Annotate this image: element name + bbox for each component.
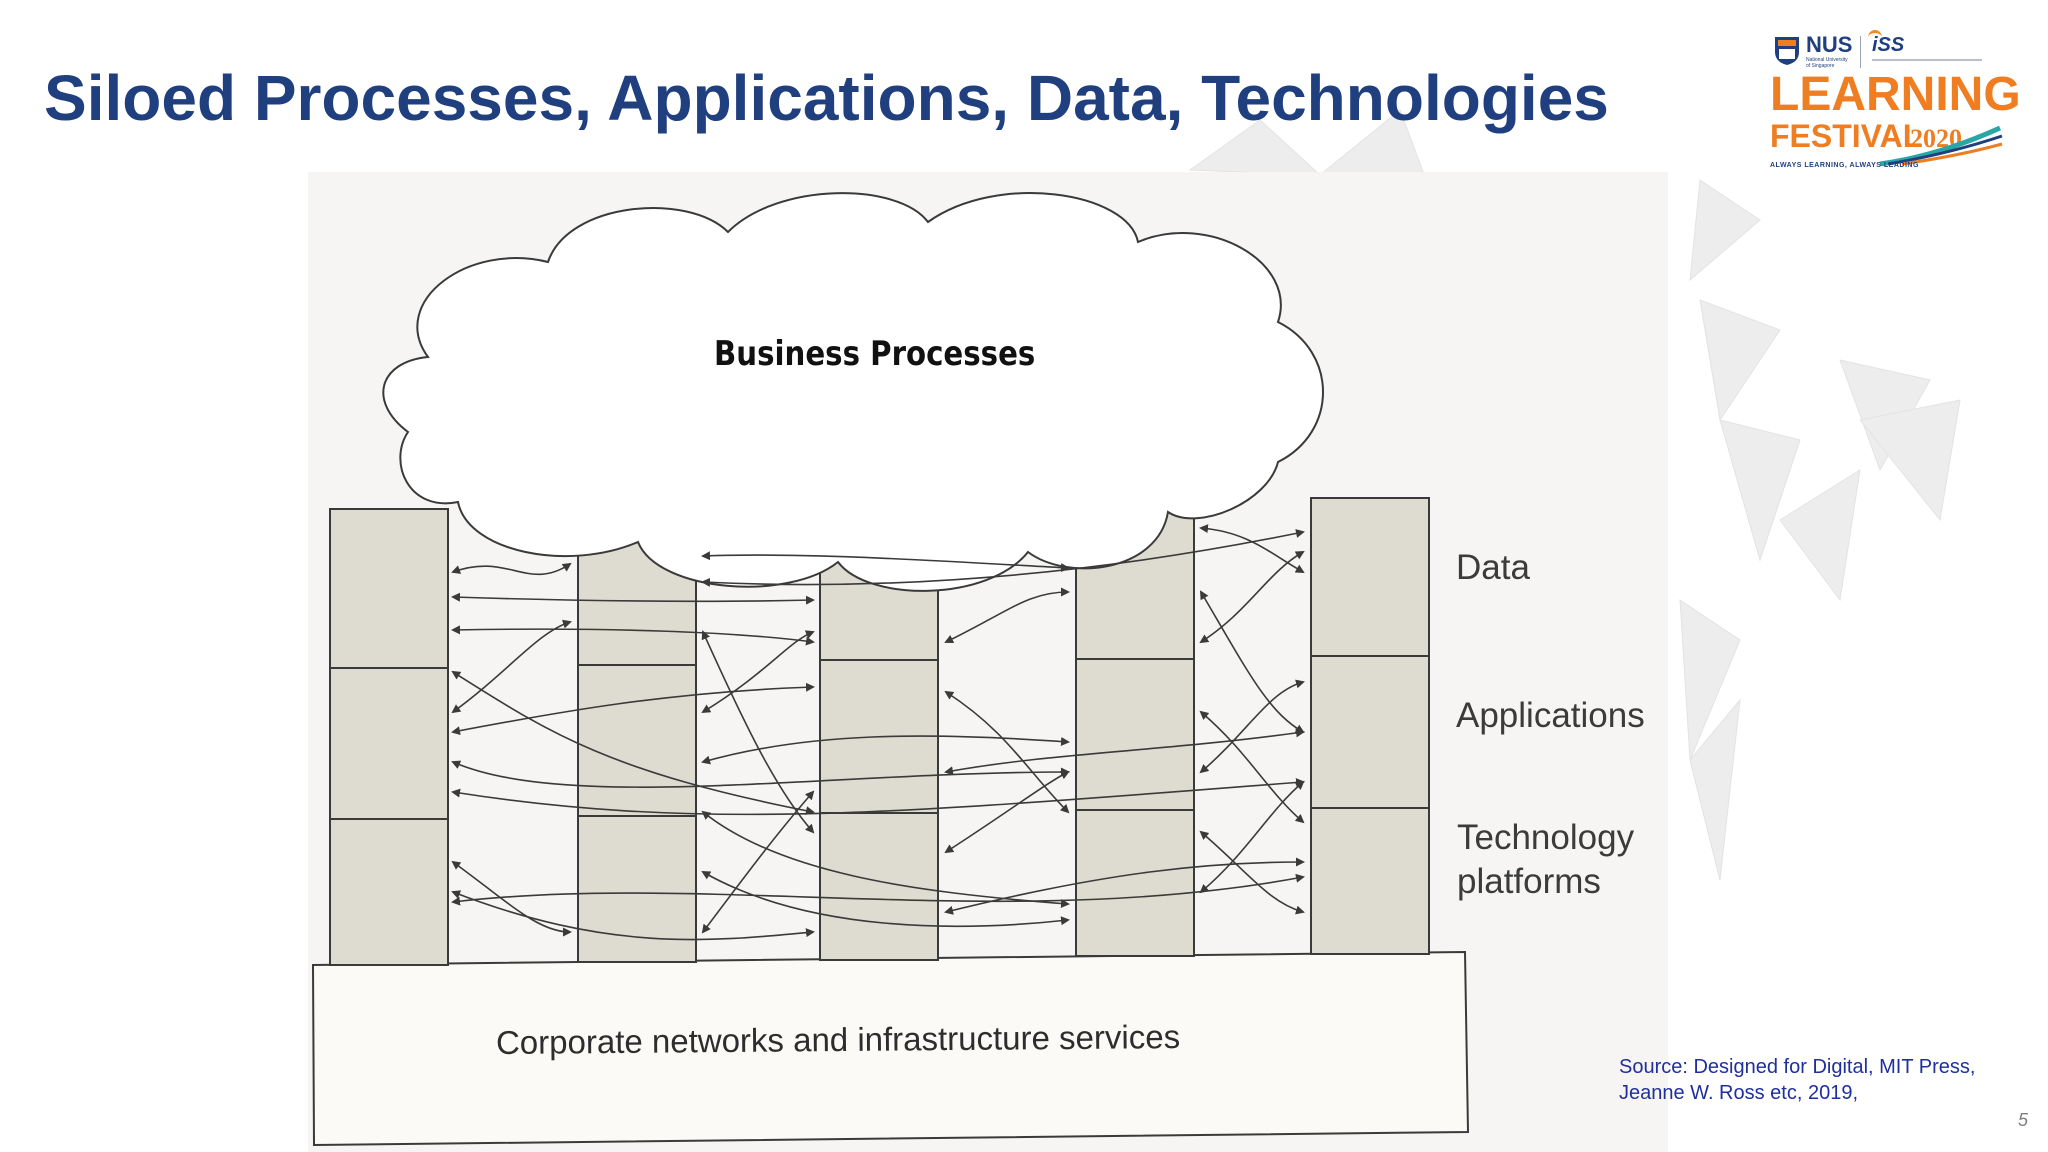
logo-festival: FESTIVAL bbox=[1770, 118, 1923, 154]
cloud-label: Business Processes bbox=[714, 334, 1036, 374]
logo-divider bbox=[1860, 36, 1861, 68]
silo-1 bbox=[329, 508, 449, 966]
silo-link-23 bbox=[944, 771, 1070, 854]
learning-festival-logo: NUS National University of Singapore iSS… bbox=[1768, 30, 2021, 180]
layer-label-technology: Technology platforms bbox=[1457, 818, 1635, 901]
silo-links bbox=[451, 524, 1305, 941]
source-note: Source: Designed for Digital, MIT Press,… bbox=[1619, 1056, 1976, 1104]
iss-wordmark: iSS bbox=[1872, 34, 1905, 56]
logo-tagline: ALWAYS LEARNING, ALWAYS LEADING bbox=[1770, 162, 1919, 169]
nus-wordmark: NUS bbox=[1806, 32, 1853, 57]
silo-link-2 bbox=[451, 592, 815, 605]
silo-link-31 bbox=[1199, 780, 1305, 894]
silo-link-26 bbox=[1199, 590, 1305, 733]
silo-link-20 bbox=[944, 587, 1070, 644]
logo-learning: LEARNING bbox=[1770, 68, 2021, 121]
silo-3 bbox=[819, 531, 939, 961]
layer-label-data: Data bbox=[1456, 548, 1530, 587]
silo-link-10 bbox=[451, 890, 815, 941]
silo-link-19 bbox=[701, 790, 815, 934]
nus-crest-icon bbox=[1775, 37, 1799, 65]
silo-diagram bbox=[311, 192, 1470, 1147]
silo-link-30 bbox=[1199, 830, 1305, 915]
silo-link-27 bbox=[1199, 551, 1305, 644]
silo-5 bbox=[1310, 497, 1430, 955]
silo-link-28 bbox=[1199, 710, 1305, 824]
iss-swirl-icon bbox=[1868, 30, 1882, 45]
infrastructure-label: Corporate networks and infrastructure se… bbox=[495, 1018, 1181, 1061]
nus-subtitle: National University of Singapore bbox=[1806, 57, 1848, 69]
iss-subtitle-line bbox=[1872, 59, 1982, 61]
slide-title: Siloed Processes, Applications, Data, Te… bbox=[44, 62, 1609, 134]
silo-4 bbox=[1075, 501, 1195, 957]
silo-link-1 bbox=[451, 562, 572, 576]
silo-link-29 bbox=[1199, 679, 1305, 774]
silo-link-14 bbox=[701, 630, 815, 834]
swoosh-icon bbox=[1879, 126, 2003, 166]
business-processes-cloud bbox=[382, 192, 1324, 592]
silo-link-5 bbox=[451, 619, 572, 714]
silo-link-7 bbox=[451, 760, 1070, 788]
page-number: 5 bbox=[2018, 1110, 2029, 1130]
silo-link-15 bbox=[701, 630, 815, 714]
silo-link-21 bbox=[944, 690, 1070, 814]
layer-label-applications: Applications bbox=[1456, 696, 1645, 735]
